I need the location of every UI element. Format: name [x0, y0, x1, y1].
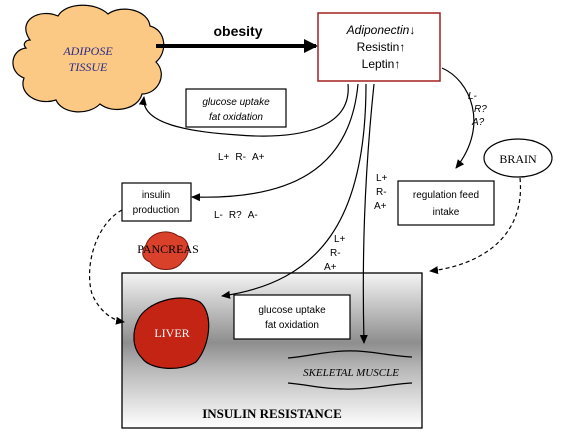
brain-effects: L- R? A?: [468, 91, 487, 128]
svg-text:R-: R-: [330, 248, 341, 259]
brain-box: regulation feed intake: [397, 180, 495, 226]
svg-text:L+: L+: [376, 173, 388, 184]
brain-arrow: [441, 67, 475, 169]
svg-text:A+: A+: [374, 201, 387, 212]
svg-text:R?: R?: [474, 104, 487, 115]
svg-text:A+: A+: [324, 262, 337, 273]
liver-box: glucose uptake fat oxidation: [233, 294, 351, 340]
muscle-label: SKELETAL MUSCLE: [303, 367, 399, 379]
liver-shape: [133, 297, 210, 369]
pancreas-label: PANCREAS: [137, 242, 199, 256]
svg-text:L-: L-: [468, 91, 478, 102]
liver-arrow: [221, 83, 367, 299]
liver-label: LIVER: [154, 326, 189, 340]
pancreas-effects: L-R?A-: [214, 210, 258, 221]
hormone-box: Adiponectin↓ Resistin↑ Leptin↑: [317, 12, 441, 82]
liver-box-line2: fat oxidation: [265, 320, 319, 331]
insulin-box-line2: production: [133, 205, 180, 216]
muscle-arrow: [359, 83, 375, 344]
hormone-adiponectin: Adiponectin↓: [346, 23, 416, 37]
hormone-leptin: Leptin↑: [362, 57, 401, 71]
hormone-resistin: Resistin↑: [357, 40, 406, 54]
adipose-loop-effects: L+R-A+: [218, 152, 265, 163]
insulin-box-line1: insulin: [142, 190, 170, 201]
muscle-lower-line: [287, 382, 413, 390]
svg-text:L+: L+: [334, 234, 346, 245]
adipose-label-line1: ADIPOSE: [62, 44, 113, 58]
pancreas-to-liver-dashed-arrow: [88, 209, 125, 325]
muscle-upper-line: [287, 350, 413, 359]
feedback-box: glucose uptake fat oxidation: [185, 88, 287, 128]
adipose-label-line2: TISSUE: [69, 60, 108, 74]
adipose-tissue-cloud: ADIPOSE TISSUE: [12, 4, 165, 113]
feedback-box-line1: glucose uptake: [202, 97, 270, 108]
brain-label: BRAIN: [499, 152, 537, 166]
insulin-resistance-label: INSULIN RESISTANCE: [202, 406, 342, 421]
pancreas-arrow: [191, 83, 359, 202]
liver-box-line1: glucose uptake: [258, 305, 326, 316]
brain-box-line2: intake: [433, 207, 460, 218]
brain-to-panel-dashed-arrow: [429, 177, 522, 275]
insulin-production-box: insulin production: [121, 182, 192, 222]
pancreas-shape: [142, 231, 189, 270]
svg-text:A?: A?: [471, 117, 485, 128]
feedback-loop-arrow: [138, 83, 349, 137]
brain-node: BRAIN: [483, 138, 553, 178]
feedback-box-line2: fat oxidation: [209, 112, 263, 123]
obesity-label: obesity: [213, 23, 262, 39]
liver-effects: L+ R- A+: [324, 234, 346, 273]
brain-box-line1: regulation feed: [413, 190, 479, 201]
muscle-effects: L+ R- A+: [374, 173, 388, 212]
svg-text:R-: R-: [376, 187, 387, 198]
